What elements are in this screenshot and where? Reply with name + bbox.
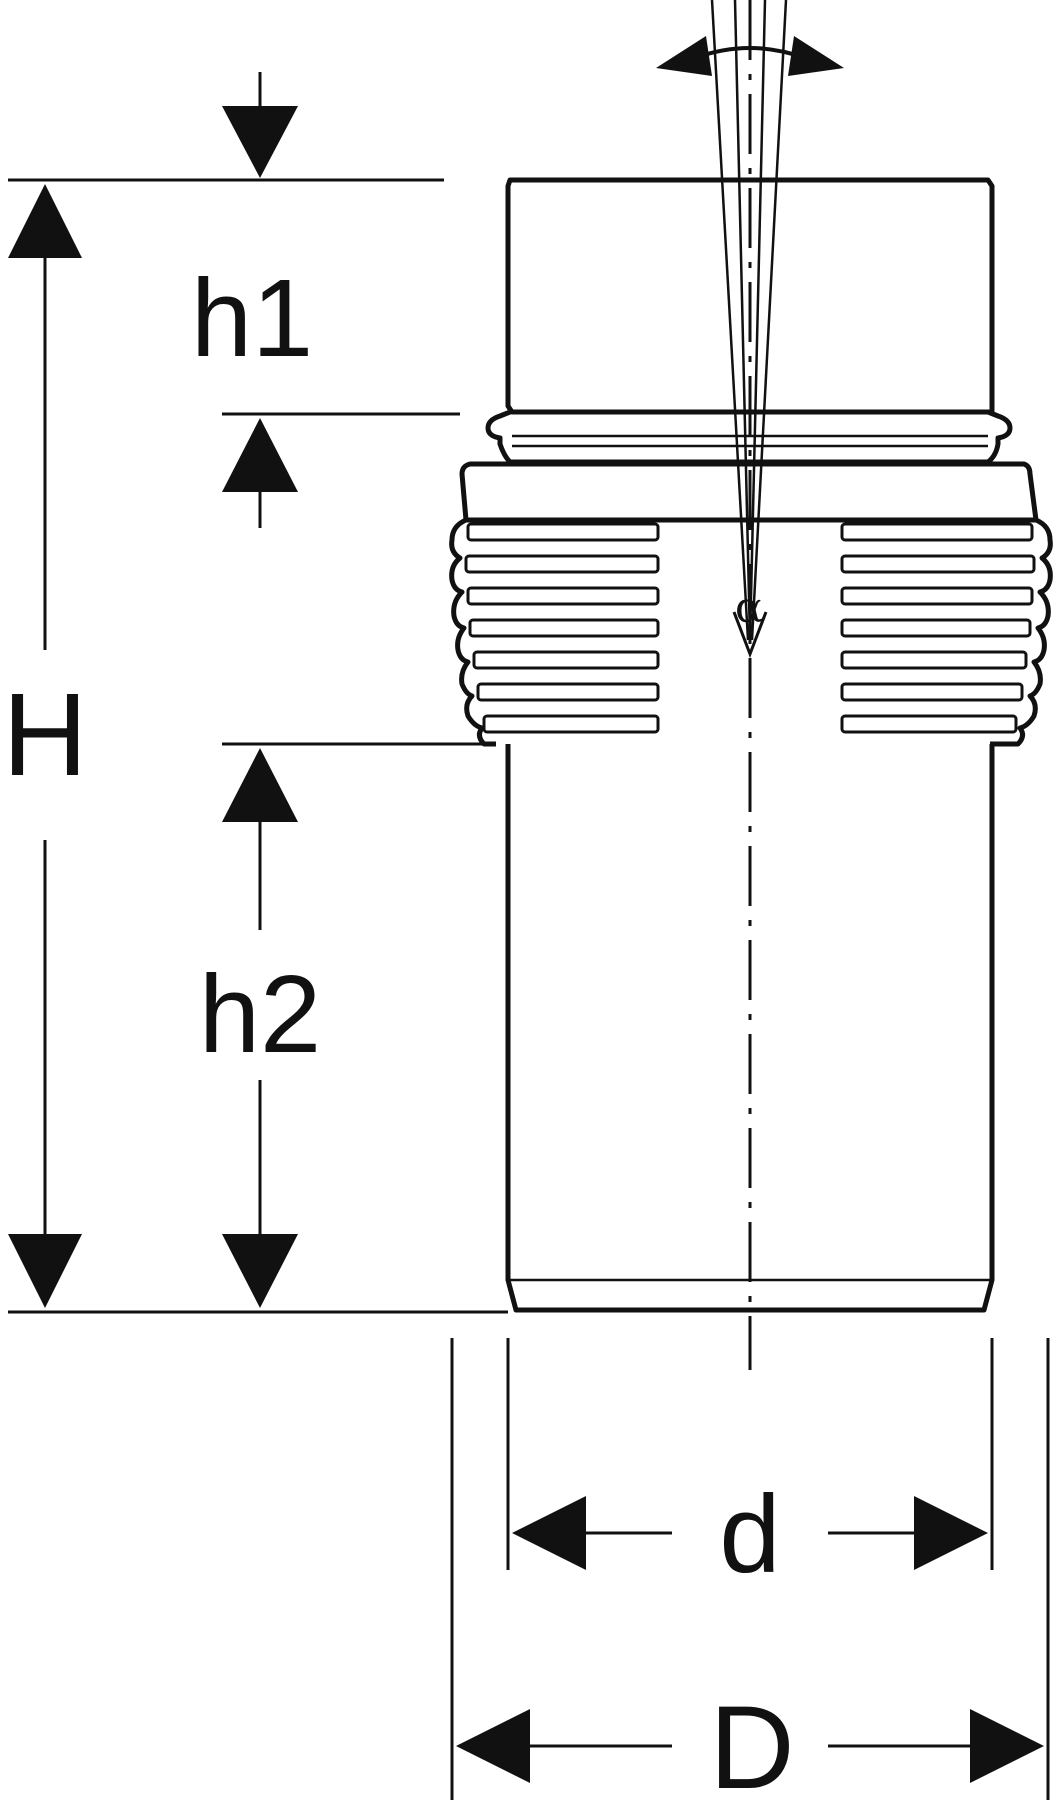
socket-profile-left xyxy=(449,517,496,747)
h2-arrow-down-icon xyxy=(222,1234,298,1308)
h2-arrow-up-icon xyxy=(222,748,298,822)
dimension-h1 xyxy=(222,72,460,528)
lower-pipe xyxy=(505,744,995,1313)
alpha-label: α xyxy=(735,583,763,632)
deflection-lines xyxy=(710,0,788,641)
rib-slots-left xyxy=(464,522,660,734)
H-arrow-down-icon xyxy=(8,1234,82,1308)
dimension-d xyxy=(506,1338,994,1570)
h1-label: h1 xyxy=(191,257,313,380)
arc-arrow-left-icon xyxy=(656,36,712,76)
D-label: D xyxy=(709,1682,794,1800)
dimension-D xyxy=(450,1338,1050,1800)
dimension-h2 xyxy=(222,742,494,1308)
h2-label: h2 xyxy=(199,953,321,1076)
h1-arrow-up-icon xyxy=(222,418,298,492)
deflection-arrowhead xyxy=(732,611,768,659)
socket-profile-right xyxy=(990,517,1053,747)
d-label: d xyxy=(719,1473,780,1596)
angle-arc xyxy=(656,36,844,76)
d-arrow-right-icon xyxy=(914,1496,988,1570)
D-arrow-left-icon xyxy=(456,1709,530,1783)
arc-arrow-right-icon xyxy=(788,36,844,76)
fitting-body xyxy=(449,177,1053,1313)
H-label: H xyxy=(2,669,87,801)
d-arrow-left-icon xyxy=(512,1496,586,1570)
top-spigot-outline xyxy=(505,177,995,415)
H-arrow-up-icon xyxy=(8,184,82,258)
h1-arrow-down-icon xyxy=(222,106,298,178)
dimension-H xyxy=(8,178,508,1314)
D-arrow-right-icon xyxy=(970,1709,1044,1783)
rib-slots-right xyxy=(840,522,1036,734)
